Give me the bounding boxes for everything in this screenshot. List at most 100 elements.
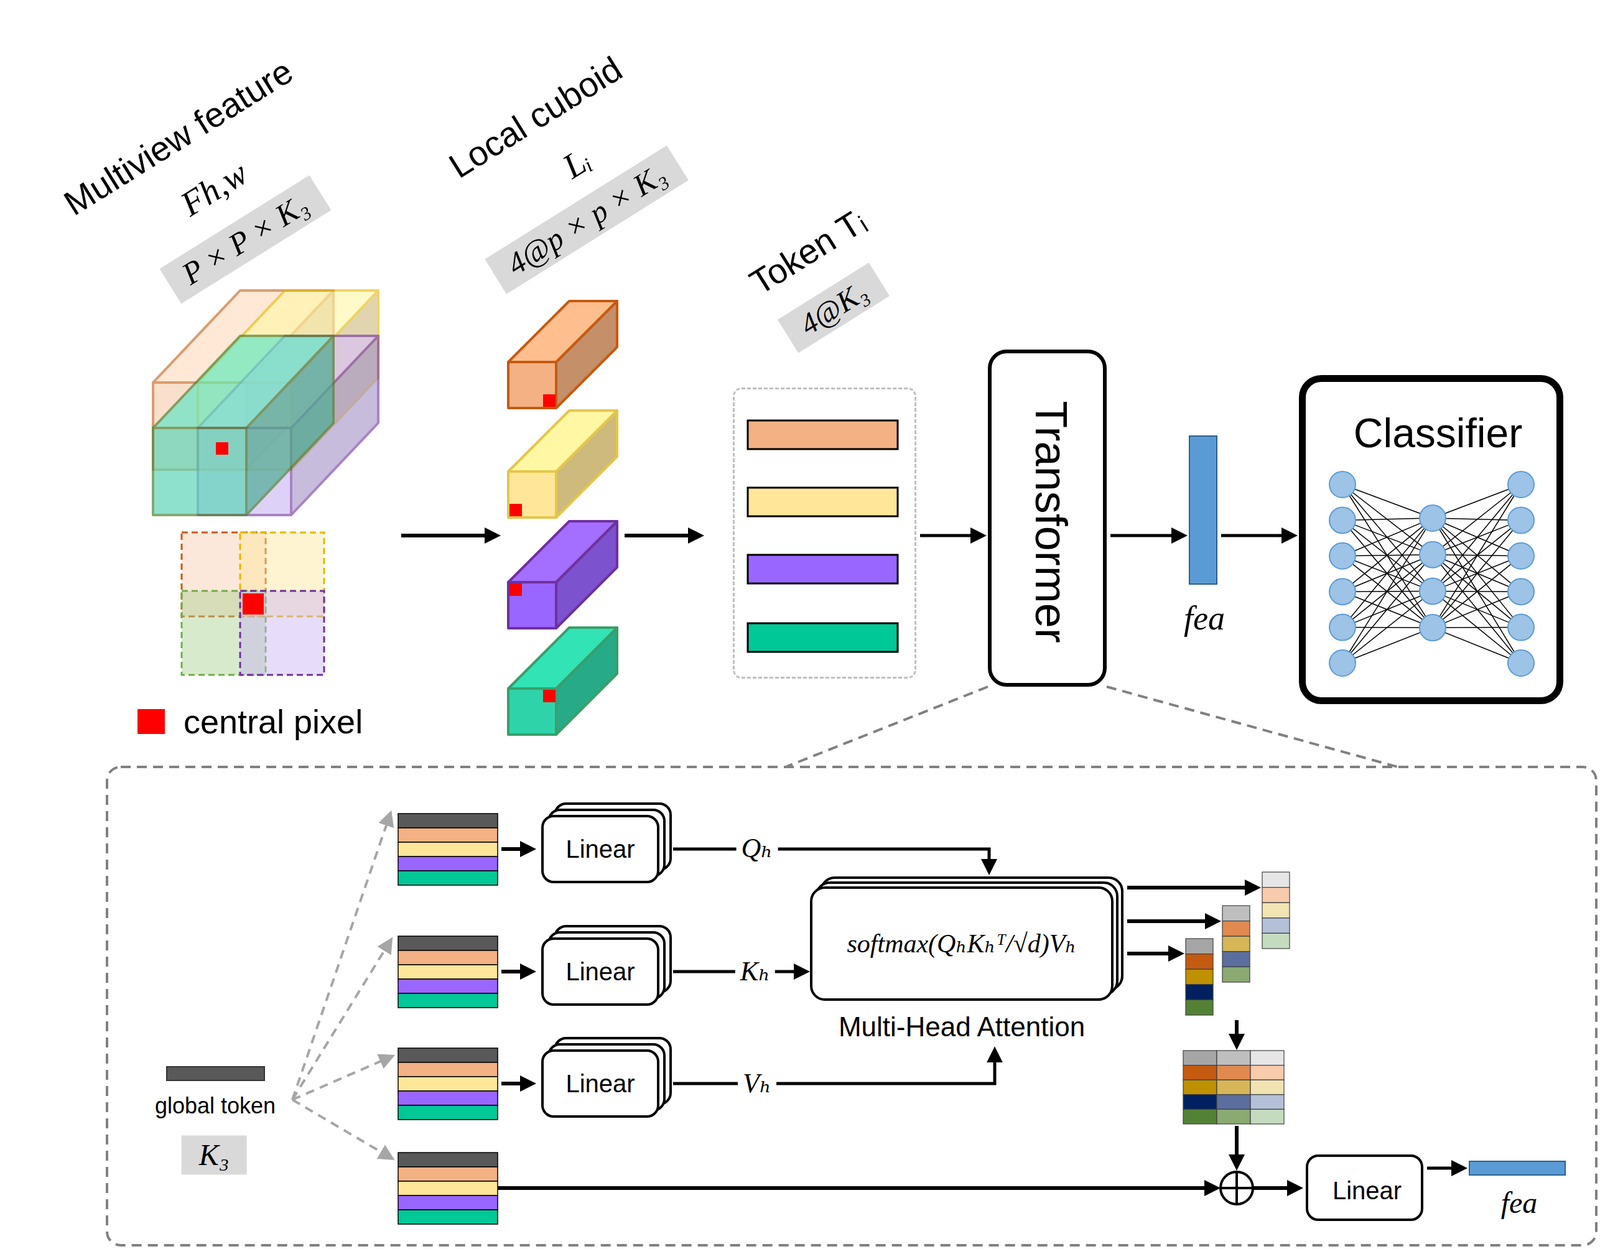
- neuron: [1507, 578, 1535, 605]
- arrow: [1127, 919, 1215, 924]
- arrow: [497, 1186, 1215, 1191]
- arrow: [624, 533, 698, 538]
- concat-row: [1183, 1109, 1217, 1125]
- neuron: [1507, 543, 1535, 570]
- arrow: [501, 1081, 531, 1086]
- neuron: [1329, 543, 1356, 570]
- token-stack-row: [398, 856, 498, 871]
- head-output-row: [1185, 954, 1214, 970]
- feature-bar: fea: [1188, 435, 1218, 585]
- token-stack-row: [398, 1152, 498, 1168]
- neuron: [1329, 506, 1356, 534]
- arrow: [1234, 1125, 1239, 1165]
- arrow: [292, 1057, 390, 1100]
- arrow: [1252, 1186, 1298, 1191]
- legend-text: central pixel: [183, 702, 363, 741]
- linear-box: Linear: [542, 938, 659, 1005]
- token-stack-row: [398, 1209, 498, 1225]
- concat-row: [1216, 1079, 1251, 1095]
- head-output-row: [1185, 984, 1214, 1001]
- token-stack-row: [398, 1105, 498, 1120]
- net-link: [1342, 484, 1433, 591]
- node-label: fea: [1501, 1185, 1538, 1220]
- token-stack-row: [398, 1048, 498, 1063]
- net-link: [1432, 484, 1521, 519]
- token-group: Token Tᵢ4@K₃: [732, 387, 917, 679]
- head-output-row: [1185, 969, 1214, 985]
- net-link: [1342, 518, 1433, 557]
- part-label: Fh,w: [173, 153, 255, 225]
- global-token: global tokenK₃: [166, 1066, 266, 1082]
- connector-arrow: [673, 849, 990, 870]
- node-sublabel: K₃: [181, 1135, 247, 1175]
- token-stack-row: [398, 964, 498, 980]
- arrow: [1234, 1020, 1239, 1044]
- token-stack-row: [398, 1062, 498, 1077]
- concat-row: [1250, 1109, 1284, 1125]
- token-bar: [747, 554, 898, 584]
- central-pixel: [543, 394, 556, 407]
- head-output-row: [1262, 887, 1290, 904]
- token-stack-row: [398, 1167, 498, 1182]
- neuron: [1507, 614, 1535, 641]
- head-output-row: [1262, 918, 1290, 934]
- cuboid: [508, 521, 618, 629]
- head-output-row: [1222, 951, 1250, 968]
- box-layer: [542, 1050, 659, 1117]
- net-link: [1432, 627, 1521, 664]
- neuron: [1329, 614, 1356, 641]
- concat-row: [1183, 1065, 1217, 1081]
- concat-row: [1183, 1079, 1217, 1095]
- token-stack-row: [398, 813, 498, 828]
- token-stack-row: [398, 1076, 498, 1092]
- net-link: [1342, 627, 1433, 664]
- head-output-row: [1222, 936, 1250, 952]
- neuron: [1329, 650, 1356, 677]
- node-label: Linear: [565, 957, 635, 987]
- arrow: [1127, 951, 1179, 956]
- central-pixel: [215, 442, 229, 455]
- head-output-row: [1262, 933, 1290, 949]
- net-link: [1432, 591, 1521, 628]
- box-layer: [811, 887, 1113, 1000]
- central-pixel: [509, 583, 522, 596]
- head-output-row: [1222, 905, 1250, 922]
- neuron: [1419, 541, 1446, 568]
- central-pixel: [509, 503, 522, 517]
- part-label: Lᵢ: [555, 139, 598, 187]
- net-link: [1432, 554, 1521, 593]
- edge-label: Kₕ: [735, 956, 776, 988]
- concat-row: [1216, 1094, 1251, 1110]
- concat-row: [1250, 1065, 1284, 1081]
- head-output-row: [1222, 921, 1250, 937]
- arrow: [501, 847, 531, 852]
- concat-row: [1250, 1094, 1284, 1110]
- neuron: [1507, 471, 1535, 498]
- token-stack-row: [398, 870, 498, 886]
- detail-panel: [106, 767, 1597, 1246]
- arrow: [401, 533, 495, 538]
- concat-row: [1216, 1050, 1251, 1066]
- neuron: [1419, 505, 1446, 532]
- neuron: [1329, 471, 1356, 498]
- neuron: [1419, 577, 1446, 605]
- linear-box: Linear: [542, 1050, 659, 1117]
- edge-label: Qₕ: [736, 832, 779, 865]
- neuron: [1507, 650, 1535, 677]
- linear-box: Linear: [1305, 1154, 1424, 1222]
- transformer-box: Transformer: [987, 349, 1107, 687]
- token-stack-row: [398, 842, 498, 857]
- token-bar: [747, 420, 898, 450]
- concat-row: [1216, 1109, 1251, 1125]
- token-bar: [747, 487, 898, 517]
- head-output-row: [1185, 938, 1214, 955]
- box-layer: [542, 816, 659, 883]
- connector-arrow: [1110, 534, 1182, 538]
- head-output-row: [1222, 966, 1250, 983]
- net-link: [1432, 554, 1521, 664]
- net-link: [1342, 554, 1433, 664]
- concat-row: [1250, 1079, 1284, 1095]
- token-stack-row: [398, 1181, 498, 1196]
- central-pixel: [242, 593, 264, 615]
